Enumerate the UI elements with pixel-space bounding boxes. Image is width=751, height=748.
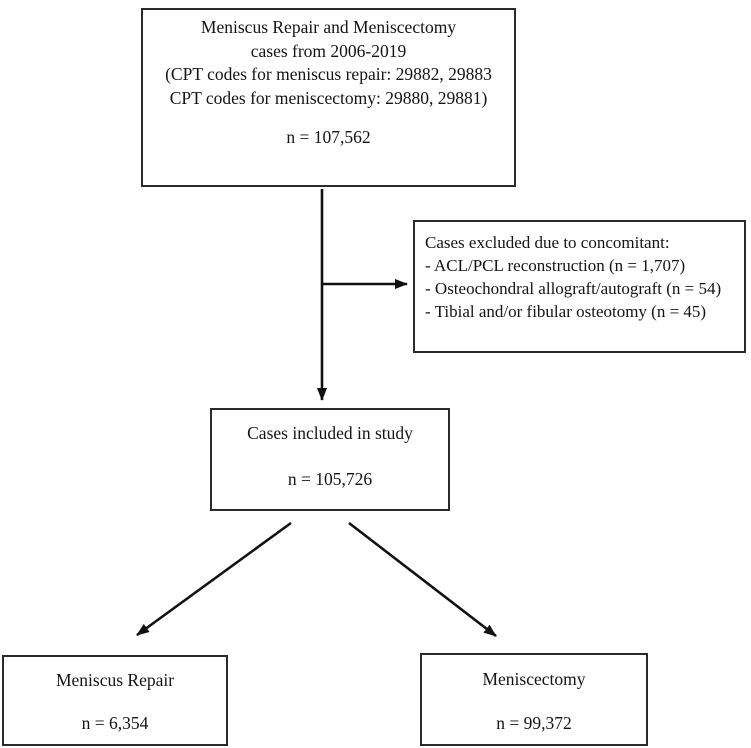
arrow-included-to-repair xyxy=(136,521,292,637)
excluded-item-osteotomy: - Tibial and/or fibular osteotomy (n = 4… xyxy=(425,302,707,321)
total-cases-line-1: Meniscus Repair and Meniscectomy xyxy=(200,17,457,37)
meniscectomy-count: n = 99,372 xyxy=(496,712,572,733)
meniscectomy-box: Meniscectomy n = 99,372 xyxy=(420,653,648,746)
meniscectomy-title: Meniscectomy xyxy=(482,669,586,689)
arrow-included-to-meniscectomy xyxy=(348,521,497,638)
total-cases-line-3: (CPT codes for meniscus repair: 29882, 2… xyxy=(165,64,492,84)
total-cases-line-4: CPT codes for meniscectomy: 29880, 29881… xyxy=(169,87,488,108)
excluded-item-acl-pcl: - ACL/PCL reconstruction (n = 1,707) xyxy=(425,256,686,275)
meniscus-repair-title: Meniscus Repair xyxy=(55,670,175,690)
included-cases-box: Cases included in study n = 105,726 xyxy=(210,408,450,511)
total-cases-count: n = 107,562 xyxy=(286,127,371,147)
included-cases-title: Cases included in study xyxy=(247,423,413,443)
meniscus-repair-count: n = 6,354 xyxy=(81,712,149,733)
excluded-cases-box: Cases excluded due to concomitant: - ACL… xyxy=(413,220,746,353)
included-cases-count: n = 105,726 xyxy=(287,468,373,489)
meniscus-repair-box: Meniscus Repair n = 6,354 xyxy=(2,655,228,746)
total-cases-box: Meniscus Repair and Meniscectomy cases f… xyxy=(141,8,516,187)
total-cases-line-2: cases from 2006-2019 xyxy=(250,40,407,61)
excluded-cases-title: Cases excluded due to concomitant: xyxy=(425,233,670,252)
excluded-item-osteochondral: - Osteochondral allograft/autograft (n =… xyxy=(425,279,722,298)
